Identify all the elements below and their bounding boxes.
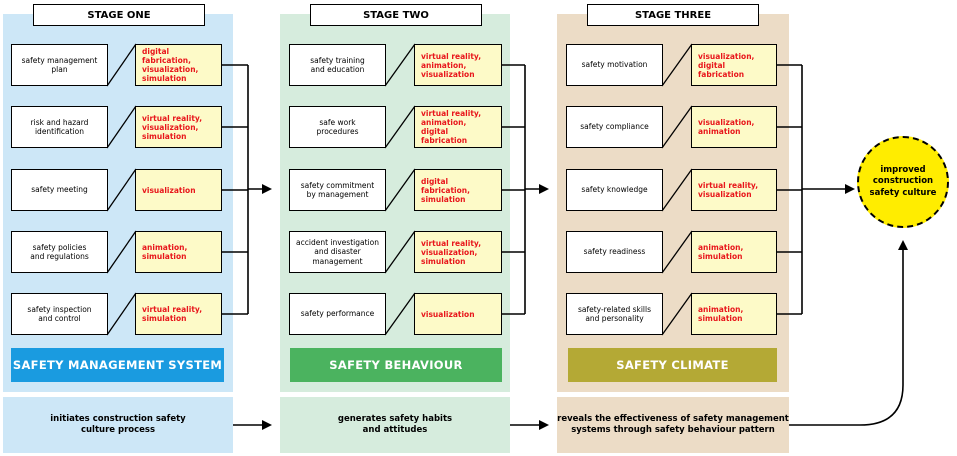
factor-card: safety compliance [566, 106, 663, 148]
technology-box: virtual reality, visualization [691, 169, 777, 211]
band-safety-management-system: SAFETY MANAGEMENT SYSTEM [11, 348, 224, 382]
factor-card: accident investigation and disaster mana… [289, 231, 386, 273]
technology-box: visualization [414, 293, 502, 335]
technology-box: digital fabrication, visualization, simu… [135, 44, 222, 86]
factor-card: safety performance [289, 293, 386, 335]
technology-box: animation, simulation [691, 231, 777, 273]
technology-box: animation, simulation [135, 231, 222, 273]
factor-card: safe work procedures [289, 106, 386, 148]
factor-card: risk and hazard identification [11, 106, 108, 148]
stage-two-title: STAGE TWO [310, 4, 482, 26]
stage-three-title: STAGE THREE [587, 4, 759, 26]
technology-box: virtual reality, animation, visualizatio… [414, 44, 502, 86]
factor-card: safety commitment by management [289, 169, 386, 211]
factor-card: safety inspection and control [11, 293, 108, 335]
technology-box: digital fabrication, simulation [414, 169, 502, 211]
stage-one-title: STAGE ONE [33, 4, 205, 26]
factor-card: safety training and education [289, 44, 386, 86]
band-safety-climate: SAFETY CLIMATE [568, 348, 777, 382]
technology-box: virtual reality, visualization, simulati… [135, 106, 222, 148]
factor-card: safety-related skills and personality [566, 293, 663, 335]
technology-box: virtual reality, simulation [135, 293, 222, 335]
factor-card: safety policies and regulations [11, 231, 108, 273]
stage-two-outcome-text: generates safety habits and attitudes [280, 397, 510, 453]
factor-card: safety meeting [11, 169, 108, 211]
technology-box: visualization, digital fabrication [691, 44, 777, 86]
factor-card: safety knowledge [566, 169, 663, 211]
technology-box: animation, simulation [691, 293, 777, 335]
factor-card: safety management plan [11, 44, 108, 86]
factor-card: safety motivation [566, 44, 663, 86]
technology-box: visualization, animation [691, 106, 777, 148]
stage-one-outcome-text: initiates construction safety culture pr… [3, 397, 233, 453]
stage-three-outcome-text: reveals the effectiveness of safety mana… [557, 397, 789, 453]
arrow-bottom3-to-outcome [789, 240, 908, 426]
technology-box: visualization [135, 169, 222, 211]
technology-box: virtual reality, animation, digital fabr… [414, 106, 502, 148]
technology-box: virtual reality, visualization, simulati… [414, 231, 502, 273]
factor-card: safety readiness [566, 231, 663, 273]
improved-safety-culture-circle: improved construction safety culture [857, 136, 949, 228]
band-safety-behaviour: SAFETY BEHAVIOUR [290, 348, 502, 382]
